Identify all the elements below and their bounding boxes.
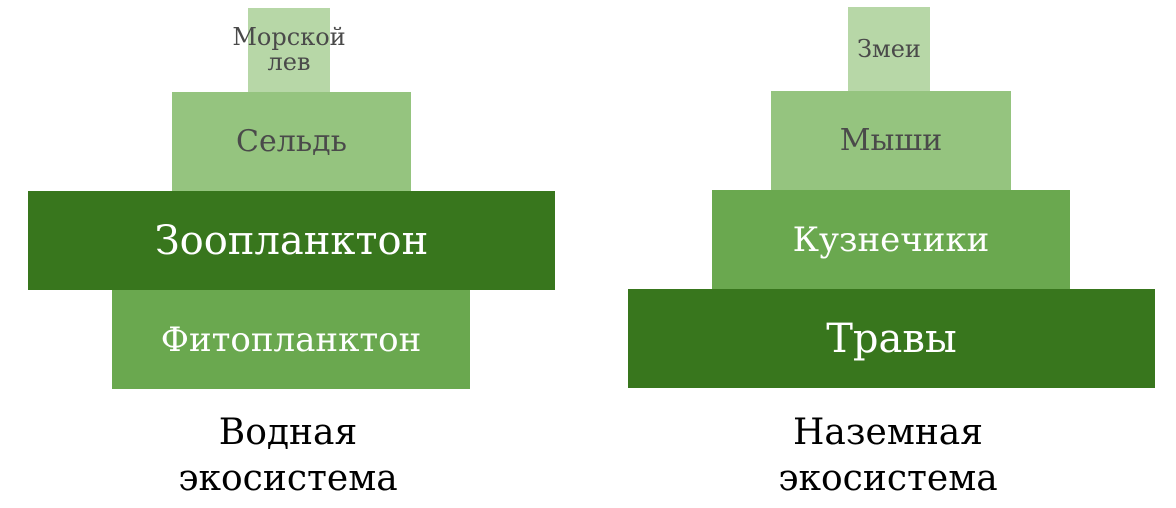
aquatic-level-phytoplankton: Фитопланктон [112, 290, 470, 389]
aquatic-level-sea-lion-label: Морской лев [232, 23, 346, 76]
aquatic-caption-line1: Водная [218, 412, 358, 453]
terrestrial-caption: Наземная экосистема [688, 410, 1088, 502]
terrestrial-level-grasses-label: Травы [826, 315, 957, 362]
terrestrial-level-grasses: Травы [628, 289, 1155, 388]
terrestrial-level-mice-label: Мыши [839, 122, 943, 158]
terrestrial-caption-line2: экосистема [778, 458, 998, 499]
aquatic-caption-line2: экосистема [178, 458, 398, 499]
aquatic-level-sea-lion: Морской лев [232, 8, 346, 92]
terrestrial-level-mice: Мыши [771, 91, 1011, 190]
aquatic-level-zooplankton: Зоопланктон [28, 191, 555, 290]
aquatic-caption: Водная экосистема [88, 410, 488, 502]
aquatic-level-herring-label: Сельдь [236, 123, 347, 159]
terrestrial-level-snakes-label: Змеи [857, 35, 921, 63]
aquatic-level-phytoplankton-label: Фитопланктон [160, 319, 422, 360]
terrestrial-level-snakes: Змеи [848, 7, 930, 91]
aquatic-level-herring: Сельдь [172, 92, 411, 191]
terrestrial-caption-line1: Наземная [793, 412, 983, 453]
terrestrial-level-grasshoppers-label: Кузнечики [792, 219, 990, 260]
terrestrial-level-grasshoppers: Кузнечики [712, 190, 1070, 289]
aquatic-level-zooplankton-label: Зоопланктон [154, 217, 429, 264]
